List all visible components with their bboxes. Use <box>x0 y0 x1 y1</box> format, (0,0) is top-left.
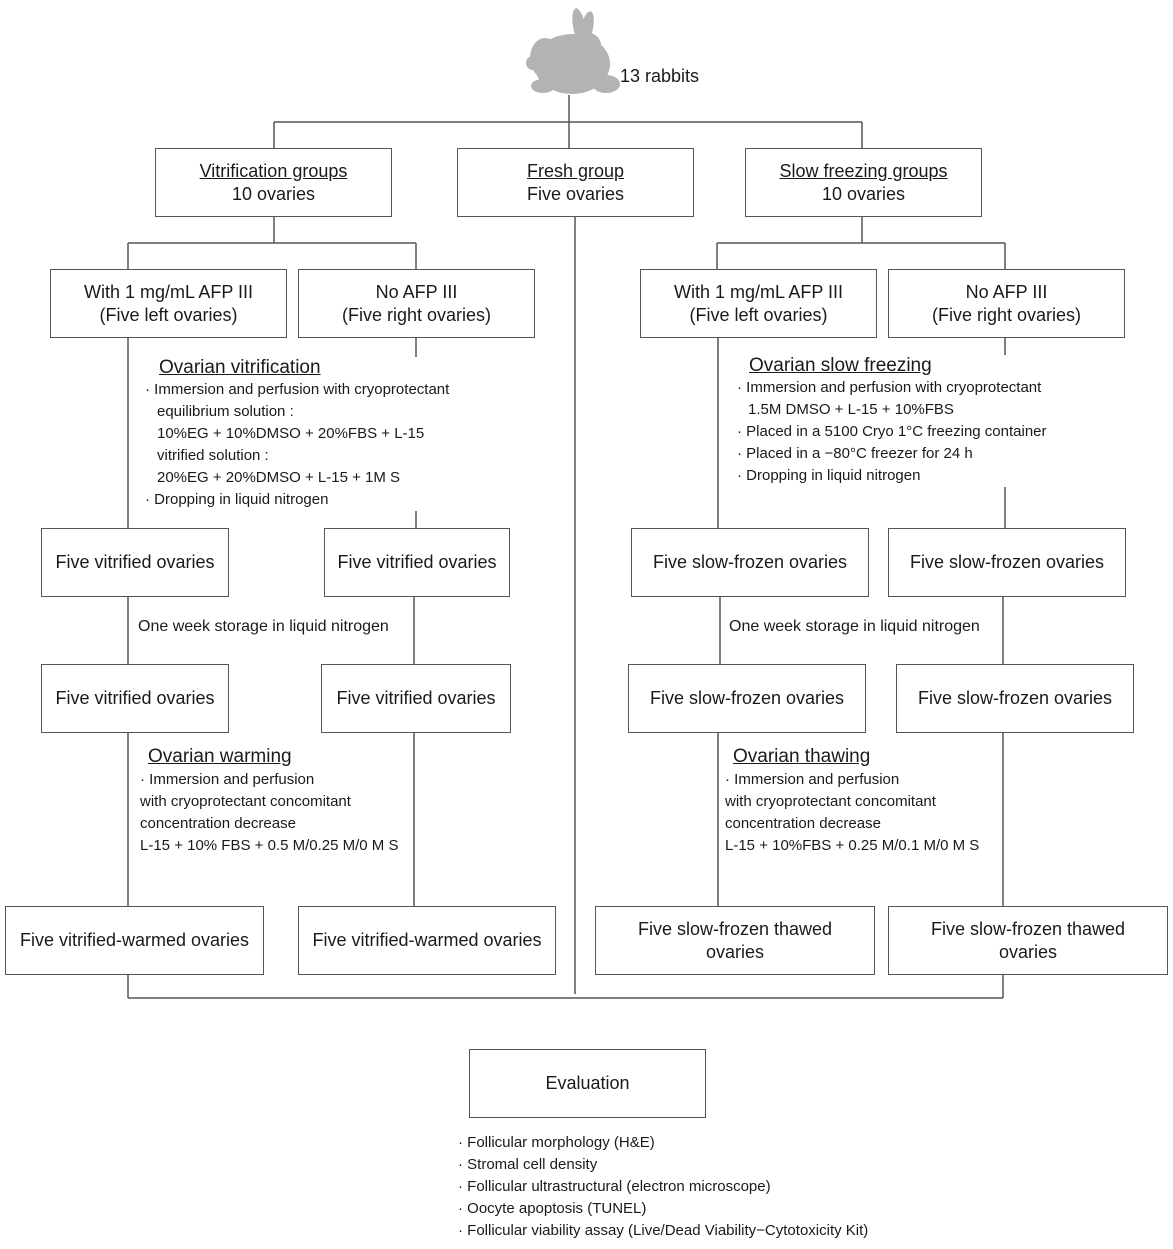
vitrification-no-afp-line2: (Five right ovaries) <box>341 304 492 325</box>
protocol-line: concentration decrease <box>140 815 296 832</box>
evaluation-list: · Follicular morphology (H&E) · Stromal … <box>458 1132 868 1242</box>
vitrified-ovaries-box-left-1: Five vitrified ovaries <box>41 528 229 597</box>
evaluation-item: · Follicular viability assay (Live/Dead … <box>458 1222 869 1239</box>
slow-no-afp-line2: (Five right ovaries) <box>931 304 1082 325</box>
slow-afp-line1: With 1 mg/mL AFP III <box>673 281 844 302</box>
vitrified-warmed-ovaries-box-right: Five vitrified-warmed ovaries <box>298 906 556 975</box>
slow-frozen-ovaries-label: Five slow-frozen ovaries <box>909 552 1105 572</box>
protocol-line: · Immersion and perfusion with cryoprote… <box>145 381 450 398</box>
vitrified-ovaries-label: Five vitrified ovaries <box>337 552 497 572</box>
slow-frozen-ovaries-box-left-2: Five slow-frozen ovaries <box>628 664 866 733</box>
protocol-line: 20%EG + 20%DMSO + L-15 + 1M S <box>157 469 401 486</box>
slow-frozen-ovaries-label: Five slow-frozen ovaries <box>917 688 1113 708</box>
protocol-line: · Immersion and perfusion <box>140 771 315 788</box>
slow-thawed-ovaries-box-left: Five slow-frozen thawed ovaries <box>595 906 875 975</box>
slow-afp-line2: (Five left ovaries) <box>689 304 828 325</box>
evaluation-item: · Follicular morphology (H&E) <box>458 1134 655 1151</box>
protocol-line: · Immersion and perfusion <box>725 771 900 788</box>
thawing-protocol-title: Ovarian thawing <box>725 746 871 768</box>
vitrified-warmed-ovaries-box-left: Five vitrified-warmed ovaries <box>5 906 264 975</box>
fresh-group-count: Five ovaries <box>526 183 625 204</box>
slow-frozen-ovaries-box-right-2: Five slow-frozen ovaries <box>896 664 1134 733</box>
rabbit-icon <box>526 8 620 94</box>
slow-thawed-label-line2: ovaries <box>705 941 765 962</box>
slow-frozen-ovaries-box-left-1: Five slow-frozen ovaries <box>631 528 869 597</box>
thawing-protocol: Ovarian thawing · Immersion and perfusio… <box>725 746 979 857</box>
vitrification-groups-count: 10 ovaries <box>231 183 316 204</box>
protocol-line: · Placed in a 5100 Cryo 1°C freezing con… <box>737 423 1047 440</box>
protocol-line: equilibrium solution : <box>157 403 294 420</box>
protocol-line: · Dropping in liquid nitrogen <box>145 491 329 508</box>
slow-thawed-label-line1: Five slow-frozen thawed <box>930 918 1126 939</box>
protocol-line: concentration decrease <box>725 815 881 832</box>
vitrification-storage-label: One week storage in liquid nitrogen <box>134 618 393 636</box>
evaluation-item: · Stromal cell density <box>458 1156 598 1173</box>
vitrified-warmed-label: Five vitrified-warmed ovaries <box>19 930 250 950</box>
protocol-line: · Immersion and perfusion with cryoprote… <box>737 379 1042 396</box>
protocol-line: · Dropping in liquid nitrogen <box>737 467 921 484</box>
protocol-line: with cryoprotectant concomitant <box>140 793 351 810</box>
vitrified-ovaries-box-right-1: Five vitrified ovaries <box>324 528 510 597</box>
vitrified-warmed-label: Five vitrified-warmed ovaries <box>312 930 542 950</box>
slow-thawed-ovaries-box-right: Five slow-frozen thawed ovaries <box>888 906 1168 975</box>
vitrification-afp-line2: (Five left ovaries) <box>99 304 238 325</box>
protocol-line: with cryoprotectant concomitant <box>725 793 936 810</box>
protocol-line: L-15 + 10% FBS + 0.5 M/0.25 M/0 M S <box>140 837 399 854</box>
protocol-line: vitrified solution : <box>157 447 269 464</box>
slow-freezing-groups-count: 10 ovaries <box>821 183 906 204</box>
evaluation-item: · Oocyte apoptosis (TUNEL) <box>458 1200 647 1217</box>
fresh-group-box: Fresh group Five ovaries <box>457 148 694 217</box>
slow-freezing-protocol-title: Ovarian slow freezing <box>749 355 932 376</box>
vitrified-ovaries-label: Five vitrified ovaries <box>55 552 215 572</box>
slow-no-afp-line1: No AFP III <box>965 281 1048 302</box>
fresh-group-title: Fresh group <box>526 160 625 181</box>
slow-afp-box: With 1 mg/mL AFP III (Five left ovaries) <box>640 269 877 338</box>
vitrification-afp-line1: With 1 mg/mL AFP III <box>83 281 254 302</box>
protocol-line: · Placed in a −80°C freezer for 24 h <box>737 445 973 462</box>
vitrification-afp-box: With 1 mg/mL AFP III (Five left ovaries) <box>50 269 287 338</box>
evaluation-box: Evaluation <box>469 1049 706 1118</box>
slow-frozen-ovaries-label: Five slow-frozen ovaries <box>652 552 848 572</box>
slow-freezing-storage-label: One week storage in liquid nitrogen <box>725 618 984 636</box>
slow-freezing-protocol: Ovarian slow freezing · Immersion and pe… <box>737 355 1047 487</box>
protocol-line: L-15 + 10%FBS + 0.25 M/0.1 M/0 M S <box>725 837 980 854</box>
protocol-line: 1.5M DMSO + L-15 + 10%FBS <box>748 401 954 418</box>
slow-thawed-label-line2: ovaries <box>998 941 1058 962</box>
vitrification-protocol: Ovarian vitrification · Immersion and pe… <box>145 357 450 511</box>
slow-frozen-ovaries-label: Five slow-frozen ovaries <box>649 688 845 708</box>
slow-no-afp-box: No AFP III (Five right ovaries) <box>888 269 1125 338</box>
vitrified-ovaries-label: Five vitrified ovaries <box>336 688 496 708</box>
vitrification-no-afp-box: No AFP III (Five right ovaries) <box>298 269 535 338</box>
warming-protocol: Ovarian warming · Immersion and perfusio… <box>140 746 398 857</box>
vitrified-ovaries-box-right-2: Five vitrified ovaries <box>321 664 511 733</box>
slow-frozen-ovaries-box-right-1: Five slow-frozen ovaries <box>888 528 1126 597</box>
vitrification-groups-box: Vitrification groups 10 ovaries <box>155 148 392 217</box>
vitrification-groups-title: Vitrification groups <box>199 160 348 181</box>
warming-protocol-title: Ovarian warming <box>140 746 292 768</box>
protocol-line: 10%EG + 10%DMSO + 20%FBS + L-15 <box>157 425 425 442</box>
rabbit-count-label: 13 rabbits <box>620 66 700 86</box>
evaluation-title: Evaluation <box>545 1073 630 1093</box>
vitrification-no-afp-line1: No AFP III <box>375 281 458 302</box>
evaluation-item: · Follicular ultrastructural (electron m… <box>458 1178 771 1195</box>
vitrified-ovaries-box-left-2: Five vitrified ovaries <box>41 664 229 733</box>
vitrification-protocol-title: Ovarian vitrification <box>159 357 321 378</box>
slow-freezing-groups-title: Slow freezing groups <box>779 160 948 181</box>
slow-thawed-label-line1: Five slow-frozen thawed <box>637 918 833 939</box>
slow-freezing-groups-box: Slow freezing groups 10 ovaries <box>745 148 982 217</box>
vitrified-ovaries-label: Five vitrified ovaries <box>55 688 215 708</box>
